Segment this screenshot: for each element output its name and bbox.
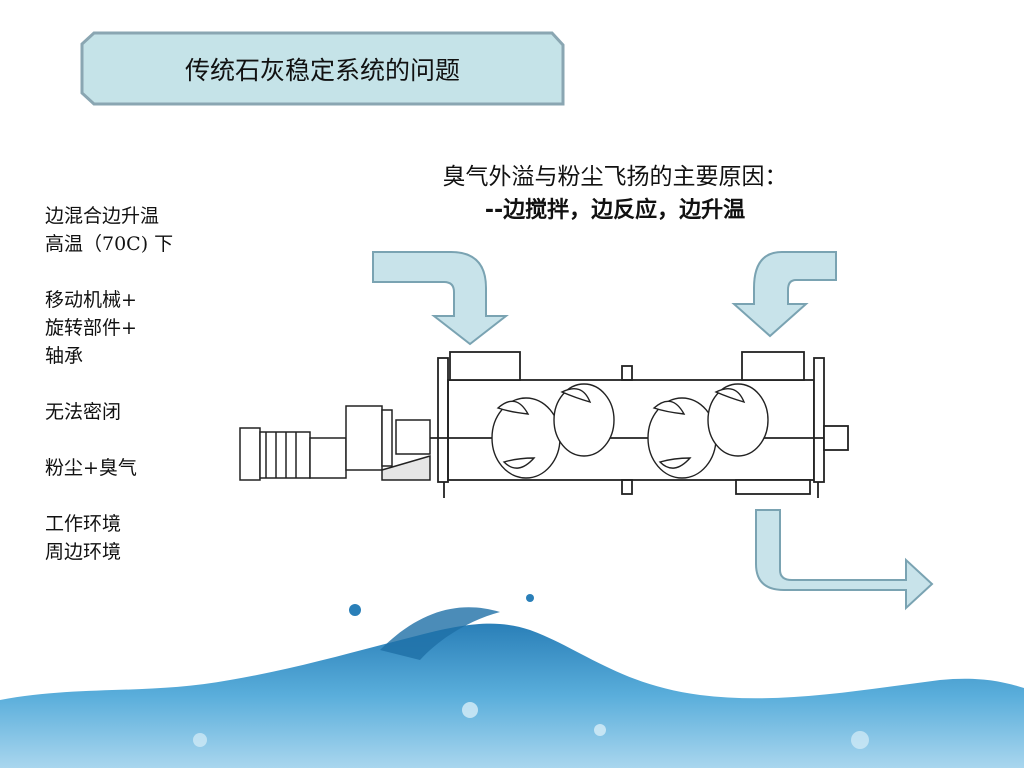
arrow-down-icon bbox=[372, 251, 509, 346]
issue-item: 粉尘+臭气 bbox=[45, 457, 137, 479]
title-box: 传统石灰稳定系统的问题 bbox=[80, 31, 565, 106]
water-wave-decoration bbox=[0, 594, 1024, 768]
issue-item: 无法密闭 bbox=[45, 401, 122, 423]
issue-item: 周边环境 bbox=[45, 541, 122, 563]
arrow-right-icon bbox=[755, 509, 934, 611]
issue-item: 边混合边升温 bbox=[45, 205, 160, 227]
motor bbox=[239, 405, 431, 481]
mixer-tank bbox=[430, 351, 849, 498]
issue-item: 旋转部件+ bbox=[45, 317, 137, 339]
page-title: 传统石灰稳定系统的问题 bbox=[184, 55, 460, 85]
issue-item: 移动机械+ bbox=[45, 289, 137, 311]
arrow-down-icon bbox=[731, 251, 837, 338]
issue-item: 工作环境 bbox=[45, 513, 122, 535]
issue-list: 边混合边升温 高温（70C) 下 移动机械+ 旋转部件+ 轴承 无法密闭 粉尘+… bbox=[45, 202, 265, 566]
cause-line-1: 臭气外溢与粉尘飞扬的主要原因： bbox=[442, 164, 788, 190]
mixer-diagram bbox=[239, 251, 934, 611]
issue-item: 轴承 bbox=[45, 345, 84, 367]
cause-line-2: --边搅拌，边反应，边升温 bbox=[484, 198, 746, 223]
cause-block: 臭气外溢与粉尘飞扬的主要原因： --边搅拌，边反应，边升温 bbox=[360, 160, 870, 228]
issue-item: 高温（70C) 下 bbox=[45, 233, 174, 255]
title-box-shape bbox=[80, 31, 565, 106]
mixer-paddles bbox=[491, 383, 769, 479]
